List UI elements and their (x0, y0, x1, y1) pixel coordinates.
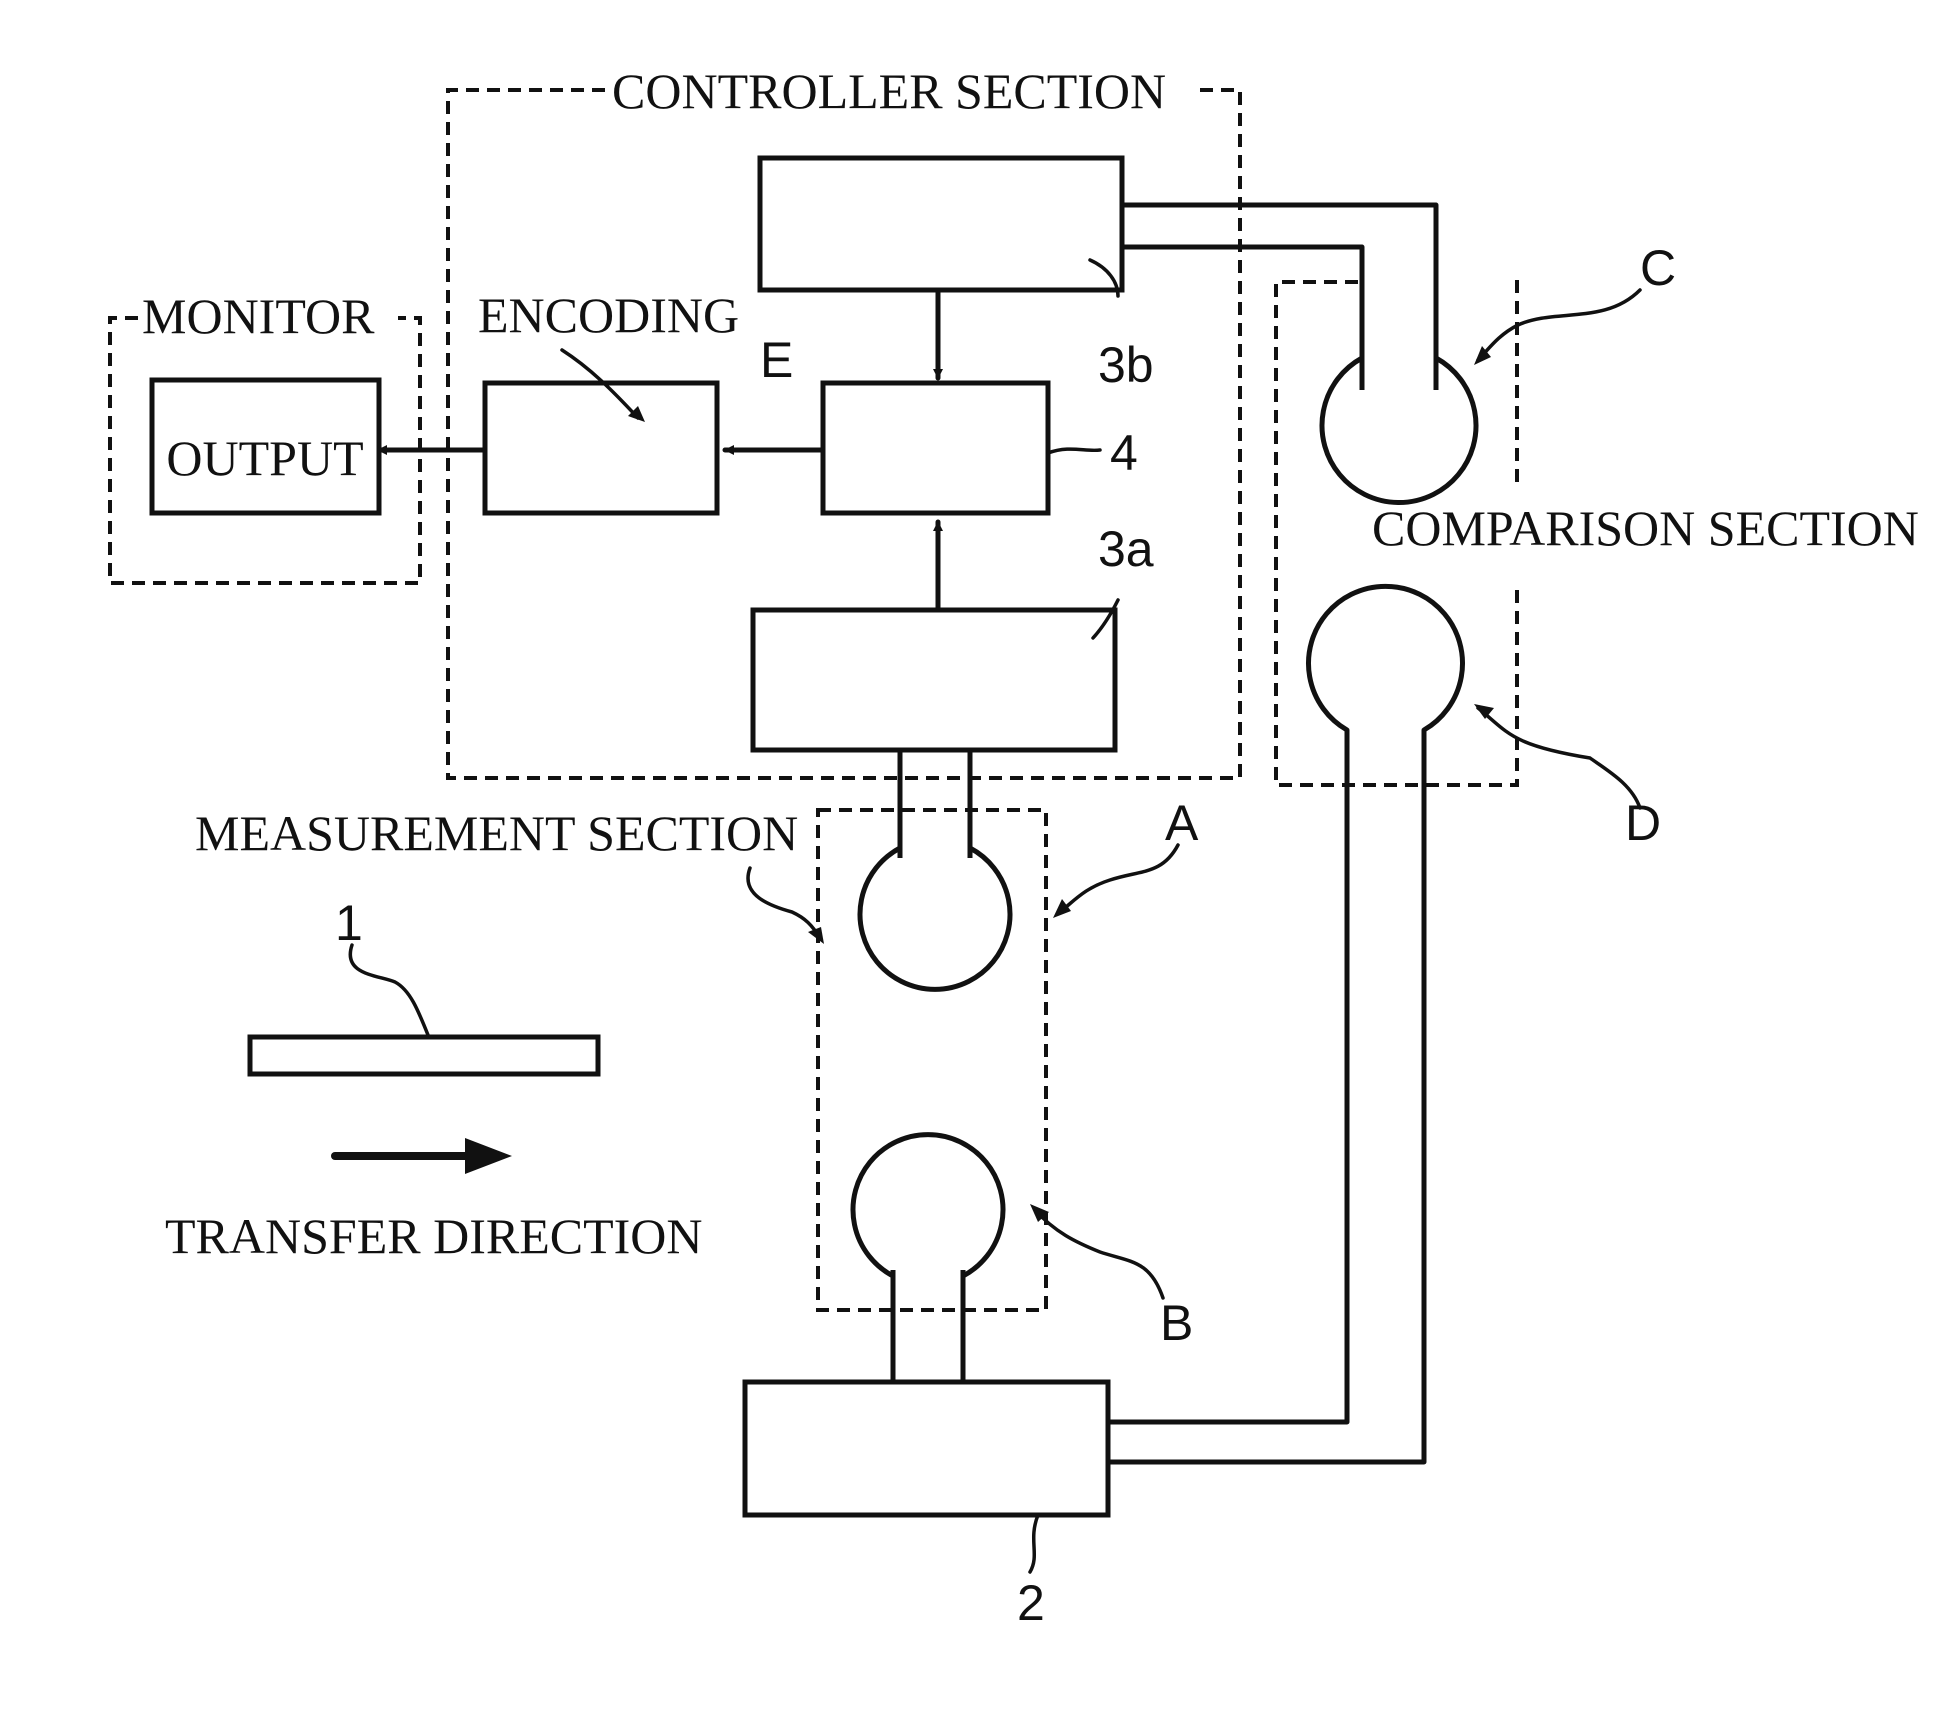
fiber-3a-to-a (900, 750, 970, 858)
encoding-block (485, 383, 717, 513)
light-source-2-block (745, 1382, 1108, 1515)
leader-2 (1030, 1515, 1038, 1572)
leader-a (1060, 845, 1178, 912)
signal-e-label: E (760, 332, 793, 388)
sensor-c-head (1322, 358, 1476, 503)
monitor-section-label: MONITOR (142, 288, 375, 344)
numeral-4-label: 4 (1110, 425, 1138, 481)
output-block-label: OUTPUT (166, 430, 363, 486)
sheet-1 (250, 1037, 598, 1074)
sensor-c-label: C (1640, 240, 1676, 296)
leader-measurement (748, 868, 820, 938)
comparison-section-label: COMPARISON SECTION (1372, 500, 1919, 556)
sensor-b-label: B (1160, 1295, 1193, 1351)
fiber-2-to-d (1108, 738, 1424, 1462)
sensor-d-label: D (1625, 795, 1661, 851)
leader-d (1478, 708, 1640, 808)
leader-b (1035, 1210, 1163, 1298)
comparator-4-block (823, 383, 1048, 513)
sensor-d-head (1309, 586, 1463, 738)
numeral-1-label: 1 (335, 895, 363, 951)
transfer-direction-label: TRANSFER DIRECTION (165, 1208, 703, 1264)
controller-section-label: CONTROLLER SECTION (612, 63, 1166, 119)
encoding-block-label: ENCODING (478, 287, 739, 343)
leader-c (1478, 290, 1640, 360)
leader-1 (350, 945, 428, 1035)
fiber-3b-to-c (1122, 205, 1436, 390)
numeral-3b-label: 3b (1098, 337, 1154, 393)
processor-3a-block (753, 610, 1115, 750)
numeral-2-label: 2 (1017, 1575, 1045, 1631)
measurement-section-label: MEASUREMENT SECTION (195, 805, 798, 861)
sensor-a-head (860, 848, 1010, 989)
numeral-3a-label: 3a (1098, 521, 1154, 577)
processor-3b-block (760, 158, 1122, 290)
sensor-a-label: A (1165, 795, 1199, 851)
transfer-direction-arrowhead (465, 1138, 512, 1174)
sensor-b-head (853, 1135, 1003, 1276)
leader-4 (1048, 449, 1100, 453)
leader-a-head (1053, 899, 1071, 918)
fiber-b-to-2 (893, 1270, 963, 1382)
